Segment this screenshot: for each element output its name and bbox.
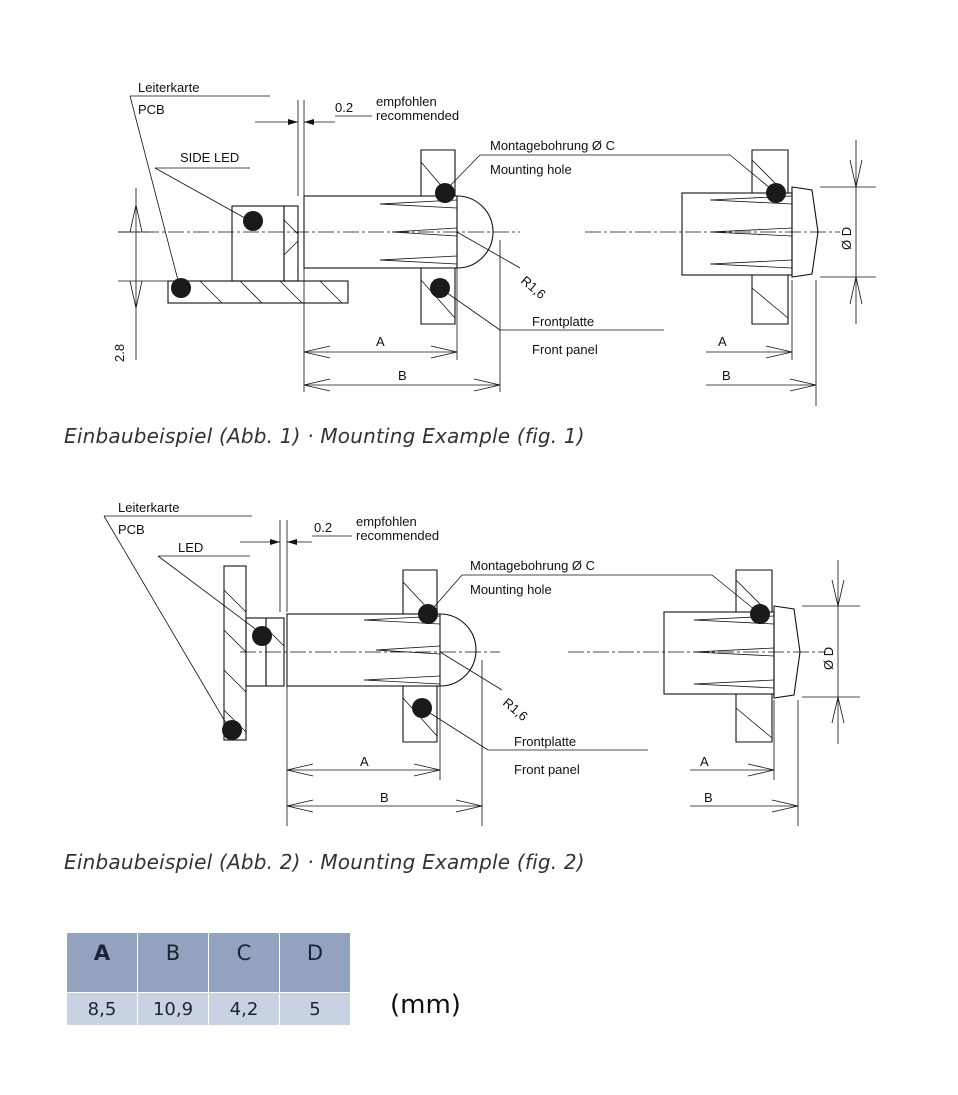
detail-dim-a-label: A: [718, 334, 727, 349]
figure-2-caption: Einbaubeispiel (Abb. 2) · Mounting Examp…: [64, 850, 585, 874]
value-cell-d: 5: [279, 992, 351, 1026]
hole-label-de: Montagebohrung Ø C: [470, 558, 595, 573]
mounting-drawing-1: Leiterkarte PCB SIDE LED 0.2 empfohlen r…: [112, 80, 876, 406]
detail-panel-upper: [735, 569, 773, 613]
led-leader-line: [157, 555, 263, 635]
panel-label-en: Front panel: [532, 342, 598, 357]
front-panel-lower: [402, 685, 438, 743]
light-guide-pins: [363, 615, 441, 685]
pcb-leader-line: [129, 95, 181, 289]
led-leader-line: [154, 167, 253, 223]
dimension-table: A B C D 8,5 10,9 4,2 5: [66, 932, 351, 1026]
detail-guide-dome: [791, 186, 819, 278]
pcb-leader-line: [103, 515, 231, 731]
detail-dim-a-label: A: [700, 754, 709, 769]
detail-panel-lower: [735, 693, 773, 743]
front-panel-lower: [420, 267, 456, 325]
pcb-hatching: [223, 589, 247, 733]
panel-leader-line: [421, 707, 489, 751]
mounting-drawing-2: Leiterkarte PCB LED 0.2 empfohlen recomm…: [103, 500, 860, 826]
panel-marker-dot: [430, 278, 450, 298]
light-guide-dome: [439, 613, 477, 687]
led-marker-dot: [252, 626, 272, 646]
detail-guide-pins: [693, 615, 775, 689]
detail-guide-pins: [709, 195, 793, 269]
gap-value: 0.2: [314, 520, 332, 535]
dim-d-label: Ø D: [821, 647, 836, 670]
detail-panel-upper: [751, 149, 789, 194]
pcb-board: [167, 280, 349, 304]
gap-label-de: empfohlen: [356, 514, 417, 529]
pcb-label-de: Leiterkarte: [138, 80, 199, 95]
pcb-board: [223, 565, 247, 741]
figure-1-caption: Einbaubeispiel (Abb. 1) · Mounting Examp…: [64, 424, 585, 448]
detail-dim-b-label: B: [722, 368, 731, 383]
dimension-table-header-row: A B C D: [66, 932, 351, 993]
height-value: 2.8: [112, 344, 127, 362]
detail-hole-marker-dot: [750, 604, 770, 624]
led-label: LED: [178, 540, 203, 555]
detail-hole-marker-dot: [766, 183, 786, 203]
led-marker-dot: [243, 211, 263, 231]
header-cell-d: D: [279, 932, 351, 993]
dim-a-label: A: [360, 754, 369, 769]
panel-leader-line: [439, 287, 501, 331]
light-guide-dome: [456, 195, 494, 269]
detail-dim-b-label: B: [704, 790, 713, 805]
detail-guide-dome: [773, 605, 801, 699]
pcb-label-en: PCB: [138, 102, 165, 117]
front-panel-upper: [420, 149, 456, 197]
gap-label-de: empfohlen: [376, 94, 437, 109]
dim-a-label: A: [376, 334, 385, 349]
hole-label-en: Mounting hole: [470, 582, 552, 597]
gap-value: 0.2: [335, 100, 353, 115]
hole-label-en: Mounting hole: [490, 162, 572, 177]
detail-panel-lower: [751, 274, 789, 325]
led-label: SIDE LED: [180, 150, 239, 165]
pcb-label-de: Leiterkarte: [118, 500, 179, 515]
pcb-marker-dot: [222, 720, 242, 740]
value-cell-c: 4,2: [208, 992, 280, 1026]
dimension-table-value-row: 8,5 10,9 4,2 5: [66, 992, 351, 1026]
radius-label: R1,6: [518, 273, 549, 302]
panel-label-en: Front panel: [514, 762, 580, 777]
header-cell-b: B: [137, 932, 209, 993]
panel-label-de: Frontplatte: [514, 734, 576, 749]
dim-b-label: B: [380, 790, 389, 805]
radius-label: R1,6: [500, 695, 531, 724]
mounting-example-figure-1: Leiterkarte PCB SIDE LED 0.2 empfohlen r…: [0, 0, 958, 420]
pcb-marker-dot: [171, 278, 191, 298]
panel-marker-dot: [412, 698, 432, 718]
gap-label-en: recommended: [356, 528, 439, 543]
header-cell-c: C: [208, 932, 280, 993]
light-guide-body: [286, 613, 441, 687]
radius-leader-line: [456, 231, 521, 269]
dim-d-label: Ø D: [839, 227, 854, 250]
dim-b-label: B: [398, 368, 407, 383]
value-cell-b: 10,9: [137, 992, 209, 1026]
hole-label-de: Montagebohrung Ø C: [490, 138, 615, 153]
side-led-lens: [283, 205, 299, 282]
value-cell-a: 8,5: [66, 992, 138, 1026]
hole-marker-dot: [435, 183, 455, 203]
header-cell-a: A: [66, 932, 138, 993]
panel-label-de: Frontplatte: [532, 314, 594, 329]
pcb-label-en: PCB: [118, 522, 145, 537]
mounting-example-figure-2: Leiterkarte PCB LED 0.2 empfohlen recomm…: [0, 480, 958, 840]
radius-leader-line: [439, 651, 503, 691]
unit-label: (mm): [390, 990, 461, 1020]
pcb-hatching: [199, 280, 343, 304]
gap-label-en: recommended: [376, 108, 459, 123]
hole-marker-dot: [418, 604, 438, 624]
